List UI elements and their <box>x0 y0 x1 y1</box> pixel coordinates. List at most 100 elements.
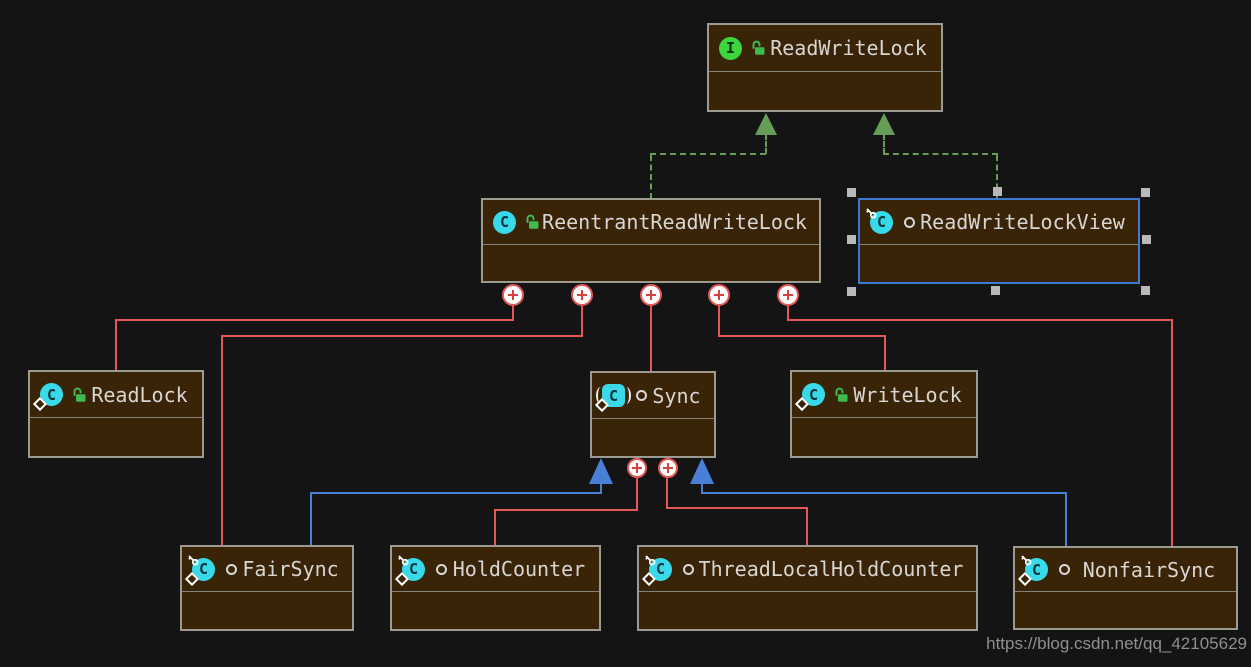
selection-handle[interactable] <box>1141 286 1150 295</box>
inner-class-edge-segment <box>806 509 808 546</box>
final-key-icon <box>188 554 199 565</box>
public-lock-icon <box>750 40 766 56</box>
final-key-icon <box>1021 555 1032 566</box>
public-lock-icon <box>71 387 87 403</box>
inheritance-arrow-icon <box>589 458 613 484</box>
realization-edge-segment <box>996 155 998 199</box>
inner-class-edge-segment <box>787 304 789 321</box>
final-key-icon <box>398 554 409 565</box>
inheritance-edge-segment <box>1065 494 1067 547</box>
class-node-reentrantreadwritelock[interactable]: C ReentrantReadWriteLock <box>481 198 821 283</box>
class-node-readwritelockview[interactable]: C ReadWriteLockView <box>858 198 1140 284</box>
class-name-label: WriteLock <box>853 382 962 407</box>
class-node-holdcounter[interactable]: C HoldCounter <box>390 545 601 631</box>
realization-edge-segment <box>765 134 767 154</box>
inner-class-edge-segment <box>666 476 668 509</box>
class-name-label: ReadWriteLock <box>770 36 927 60</box>
inheritance-edge-segment <box>310 494 312 546</box>
selection-handle[interactable] <box>991 286 1000 295</box>
realization-arrow-icon <box>873 113 895 135</box>
inheritance-arrow-icon <box>690 458 714 484</box>
node-title-bar: C NonfairSync <box>1015 548 1236 592</box>
inner-class-edge-segment <box>787 319 1173 321</box>
class-name-label: ReadLock <box>91 382 188 407</box>
class-icon: C <box>32 383 63 412</box>
abstract-paren-icon <box>596 387 604 404</box>
public-lock-icon <box>833 387 849 403</box>
realization-edge-segment <box>650 153 766 155</box>
inner-class-edge-segment <box>884 337 886 371</box>
class-name-label: FairSync <box>242 557 339 581</box>
public-lock-icon <box>524 214 540 230</box>
inner-class-anchor-icon[interactable] <box>658 458 678 478</box>
inner-class-anchor-icon[interactable] <box>708 284 730 306</box>
node-title-bar: C ThreadLocalHoldCounter <box>639 547 976 592</box>
final-key-icon <box>645 554 656 565</box>
node-title-bar: C ReentrantReadWriteLock <box>483 200 819 245</box>
class-node-readlock[interactable]: C ReadLock <box>28 370 204 458</box>
inner-class-edge-segment <box>221 335 583 337</box>
realization-edge-segment <box>883 153 998 155</box>
abstract-class-icon: C <box>594 384 631 413</box>
inner-class-edge-segment <box>512 304 514 321</box>
inner-class-edge-segment <box>494 509 638 511</box>
inner-class-anchor-icon[interactable] <box>777 284 799 306</box>
class-icon: C <box>1017 555 1048 587</box>
inner-class-anchor-icon[interactable] <box>571 284 593 306</box>
package-private-icon <box>680 561 696 577</box>
class-name-label: NonfairSync <box>1082 557 1216 582</box>
package-private-icon <box>1056 562 1072 578</box>
inner-class-edge-segment <box>1171 321 1173 547</box>
node-title-bar: C Sync <box>592 373 714 419</box>
class-name-label: Sync <box>652 383 701 408</box>
package-private-icon <box>901 214 917 230</box>
package-private-icon <box>433 561 449 577</box>
class-icon: C <box>394 554 425 586</box>
watermark-url: https://blog.csdn.net/qq_42105629 <box>986 634 1247 653</box>
node-title-bar: I ReadWriteLock <box>709 25 941 72</box>
class-icon: C <box>184 554 215 586</box>
inner-class-anchor-icon[interactable] <box>627 458 647 478</box>
inheritance-edge-segment <box>701 492 1067 494</box>
class-name-label: ThreadLocalHoldCounter <box>698 557 964 581</box>
realization-edge-segment <box>883 134 885 154</box>
class-name-label: ReadWriteLockView <box>920 210 1125 234</box>
inheritance-edge-segment <box>600 483 602 494</box>
inner-class-edge-segment <box>115 319 514 321</box>
inner-class-anchor-icon[interactable] <box>640 284 662 306</box>
class-name-label: HoldCounter <box>452 557 586 581</box>
inner-class-edge-segment <box>115 321 117 370</box>
class-name-label: ReentrantReadWriteLock <box>542 210 807 234</box>
selection-handle[interactable] <box>993 187 1002 196</box>
inner-class-edge-segment <box>718 304 720 337</box>
node-title-bar: C HoldCounter <box>392 547 599 592</box>
abstract-paren-icon <box>623 387 631 404</box>
realization-arrow-icon <box>755 113 777 135</box>
inner-class-edge-segment <box>650 304 652 372</box>
class-node-nonfairsync[interactable]: C NonfairSync <box>1013 546 1238 630</box>
selection-handle[interactable] <box>847 235 856 244</box>
package-private-icon <box>223 561 239 577</box>
class-node-sync[interactable]: C Sync <box>590 371 716 458</box>
class-node-fairsync[interactable]: C FairSync <box>180 545 354 631</box>
final-key-icon <box>866 207 877 218</box>
node-title-bar: C WriteLock <box>792 372 976 418</box>
interface-icon: I <box>719 36 742 60</box>
inner-class-edge-segment <box>221 337 223 546</box>
selection-handle[interactable] <box>847 188 856 197</box>
class-node-threadlocalholdcounter[interactable]: C ThreadLocalHoldCounter <box>637 545 978 631</box>
selection-handle[interactable] <box>847 287 856 296</box>
selection-handle[interactable] <box>1141 188 1150 197</box>
inner-class-edge-segment <box>581 304 583 337</box>
inner-class-edge-segment <box>718 335 886 337</box>
class-icon: C <box>794 383 825 412</box>
inner-class-edge-segment <box>666 507 808 509</box>
inner-class-anchor-icon[interactable] <box>502 284 524 306</box>
node-title-bar: C ReadLock <box>30 372 202 418</box>
class-node-writelock[interactable]: C WriteLock <box>790 370 978 458</box>
class-node-readwritelock[interactable]: I ReadWriteLock <box>707 23 943 112</box>
package-private-icon <box>633 388 649 404</box>
class-icon: C <box>866 207 893 234</box>
selection-handle[interactable] <box>1142 235 1151 244</box>
